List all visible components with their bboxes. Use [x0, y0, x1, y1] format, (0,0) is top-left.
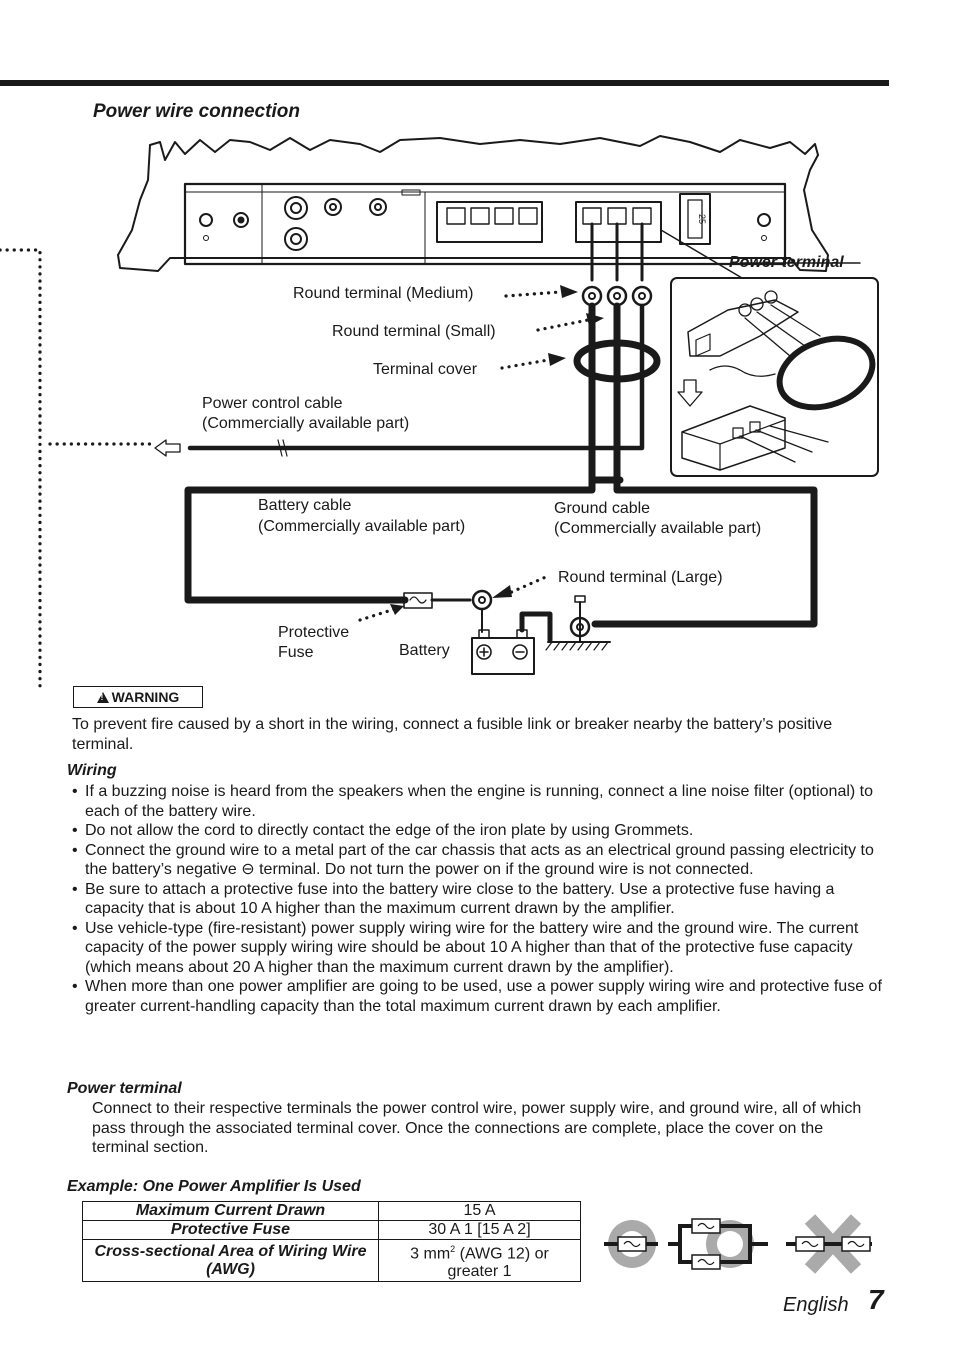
footer-language: English: [783, 1294, 849, 1316]
wiring-heading: Wiring: [67, 762, 117, 779]
table-value-part: 3 mm: [410, 1245, 451, 1263]
table-value: 3 mm2 (AWG 12) or greater 1: [378, 1238, 581, 1283]
ng-series-fuse-icon: [786, 1214, 872, 1274]
list-item: When more than one power amplifier are g…: [72, 977, 887, 1016]
spec-table: Maximum Current Drawn 15 A Protective Fu…: [82, 1201, 581, 1283]
warning-label: WARNING: [111, 689, 180, 705]
table-row: Cross-sectional Area of Wiring Wire (AWG…: [82, 1238, 581, 1283]
battery-label: Battery: [399, 642, 450, 659]
power-terminal-heading: Power terminal: [67, 1080, 182, 1097]
table-value: 30 A 1 [15 A 2]: [378, 1220, 581, 1240]
list-item: If a buzzing noise is heard from the spe…: [72, 782, 887, 821]
example-heading: Example: One Power Amplifier Is Used: [67, 1178, 361, 1195]
warning-text: To prevent fire caused by a short in the…: [72, 716, 833, 753]
section-title: Power wire connection: [93, 101, 300, 122]
table-row: Protective Fuse 30 A 1 [15 A 2]: [82, 1220, 581, 1240]
round-terminal-large-label: Round terminal (Large): [558, 569, 723, 586]
table-value: 15 A: [378, 1201, 581, 1221]
table-key: Protective Fuse: [82, 1220, 379, 1240]
top-rule: [0, 80, 889, 86]
ground-cable-label: Ground cable: [554, 500, 651, 517]
warning-icon: [96, 691, 109, 703]
power-control-cable-note: (Commercially available part): [202, 415, 410, 432]
list-item: Use vehicle-type (fire-resistant) power …: [72, 919, 887, 978]
ok-parallel-fuse-icon: [668, 1218, 768, 1270]
table-value-superscript: 2: [450, 1244, 456, 1254]
protective-fuse-label-2: Fuse: [278, 644, 314, 661]
fuse-rating-text: 25: [697, 214, 707, 224]
round-terminal-medium-label: Round terminal (Medium): [293, 285, 474, 302]
wiring-diagram: 25 Power terminal Round terminal (Medium…: [0, 130, 954, 697]
page-number: 7: [868, 1284, 884, 1315]
wiring-list: If a buzzing noise is heard from the spe…: [72, 782, 887, 1016]
list-item: Be sure to attach a protective fuse into…: [72, 880, 887, 919]
battery-cable-note: (Commercially available part): [258, 518, 466, 535]
warning-badge: WARNING: [73, 686, 203, 708]
table-value-part: (AWG 12) or greater 1: [447, 1245, 549, 1281]
fuse-arrangement-illustrations: [604, 1214, 872, 1274]
table-key: Maximum Current Drawn: [82, 1201, 379, 1221]
table-row: Maximum Current Drawn 15 A: [82, 1201, 581, 1221]
protective-fuse-label: Protective: [278, 624, 350, 641]
battery-cable-label: Battery cable: [258, 497, 352, 514]
power-terminal-callout: Power terminal: [729, 254, 844, 271]
ground-cable-note: (Commercially available part): [554, 520, 762, 537]
power-terminal-text: Connect to their respective terminals th…: [92, 1100, 862, 1156]
round-terminal-small-label: Round terminal (Small): [332, 323, 496, 340]
ok-single-fuse-icon: [604, 1220, 658, 1268]
power-control-cable-label: Power control cable: [202, 395, 343, 412]
terminal-cover-label: Terminal cover: [373, 361, 478, 378]
table-key: Cross-sectional Area of Wiring Wire (AWG…: [82, 1238, 379, 1283]
list-item: Connect the ground wire to a metal part …: [72, 841, 887, 880]
list-item: Do not allow the cord to directly contac…: [72, 821, 887, 841]
wiring-diagram-svg: 25: [0, 135, 879, 697]
